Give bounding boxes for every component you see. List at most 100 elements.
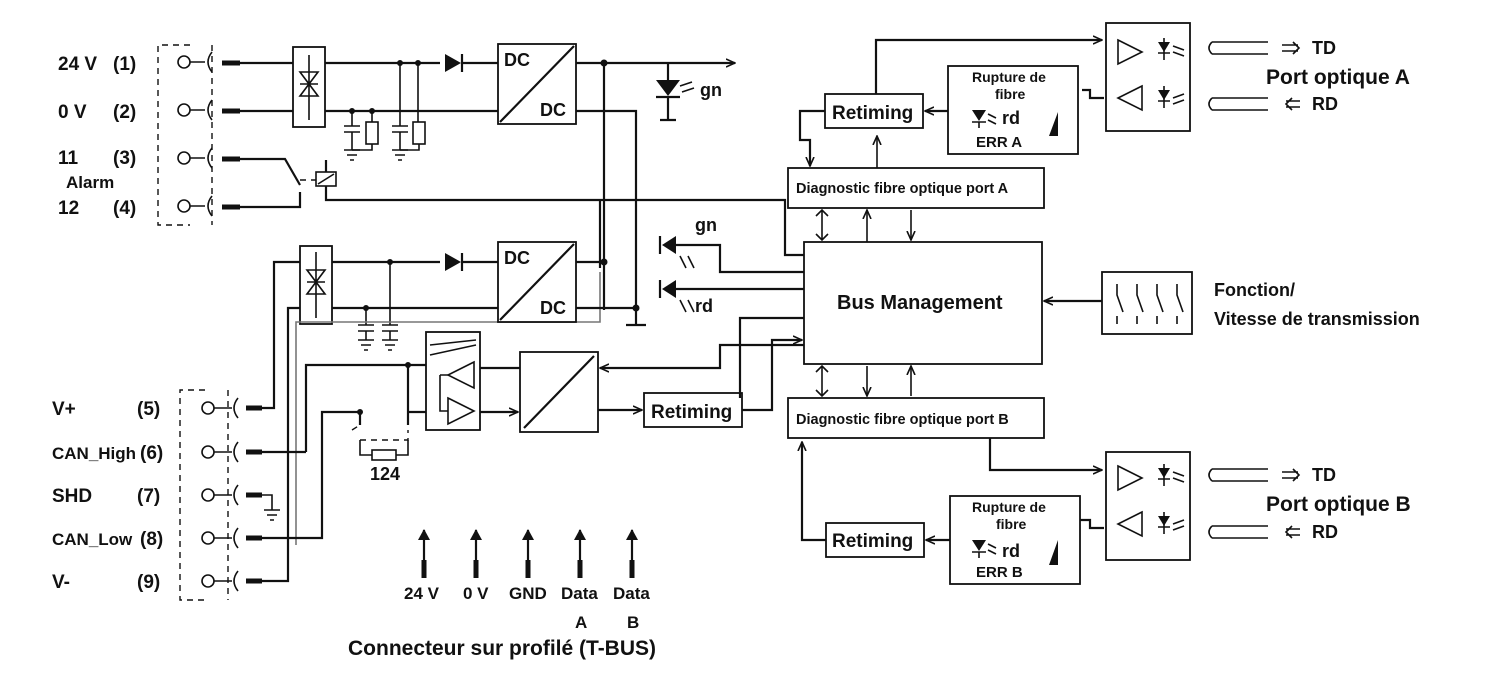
fiber-td-a bbox=[1208, 41, 1268, 55]
function-dip-switch: Fonction/ Vitesse de transmission bbox=[1044, 271, 1420, 335]
screw-icon bbox=[201, 574, 215, 588]
function-label-1: Fonction/ bbox=[1214, 280, 1295, 300]
can-transceiver bbox=[425, 331, 520, 431]
dc-label: DC bbox=[540, 298, 566, 318]
tbus-pin-label: GND bbox=[509, 584, 547, 603]
bus-management-block: Bus Management bbox=[803, 241, 1043, 365]
dc-label: DC bbox=[540, 100, 566, 120]
diagnostic-b-label: Diagnostic fibre optique port B bbox=[796, 412, 1009, 428]
tbus-pin-24v: 24 V bbox=[404, 529, 440, 603]
power-input-wiring bbox=[240, 46, 498, 161]
dc-label: DC bbox=[504, 248, 530, 268]
terminal-1-label: 24 V bbox=[58, 54, 97, 75]
terminal-7: SHD (7) bbox=[52, 484, 262, 507]
terminal-6: CAN_High (6) bbox=[52, 441, 262, 464]
optical-port-b: TD RD Port optique B bbox=[1105, 451, 1411, 561]
terminal-6-label: CAN_High bbox=[52, 444, 136, 463]
terminal-4-num: (4) bbox=[113, 198, 136, 219]
terminal-6-num: (6) bbox=[140, 443, 163, 464]
terminal-1-num: (1) bbox=[113, 54, 136, 75]
screw-icon bbox=[201, 531, 215, 545]
alarm-label: Alarm bbox=[66, 173, 114, 192]
port-b-rd: RD bbox=[1312, 522, 1338, 542]
rupture-a-line2: fibre bbox=[995, 86, 1026, 102]
tbus-pin-data-a: Data A bbox=[561, 529, 598, 632]
port-b-title: Port optique B bbox=[1266, 493, 1411, 516]
function-label-2: Vitesse de transmission bbox=[1214, 309, 1420, 329]
screw-icon bbox=[177, 199, 191, 213]
tbus-pin-sublabel: A bbox=[575, 613, 587, 632]
rupture-a-led: rd bbox=[1002, 108, 1020, 128]
terminal-9: V- (9) bbox=[52, 570, 262, 593]
dc-dc-converter-bottom: DC DC bbox=[497, 241, 646, 327]
led-gn-icon bbox=[656, 80, 680, 96]
retiming-label: Retiming bbox=[832, 103, 913, 124]
led-gn-label: gn bbox=[700, 80, 722, 100]
bus-management-label: Bus Management bbox=[837, 292, 1003, 314]
tbus-title: Connecteur sur profilé (T-BUS) bbox=[348, 637, 656, 660]
terminal-8-label: CAN_Low bbox=[52, 530, 133, 549]
terminal-5: V+ (5) bbox=[52, 397, 262, 420]
terminal-9-num: (9) bbox=[137, 572, 160, 593]
screw-icon bbox=[201, 445, 215, 459]
ground-icon bbox=[262, 494, 280, 521]
screw-icon bbox=[201, 488, 215, 502]
tbus-pin-0v: 0 V bbox=[463, 529, 489, 603]
screw-icon bbox=[177, 103, 191, 117]
terminal-2: 0 V (2) bbox=[58, 99, 240, 123]
terminal-1: 24 V (1) bbox=[58, 51, 240, 75]
rupture-b-err: ERR B bbox=[976, 564, 1023, 581]
led-rd-icon bbox=[662, 280, 676, 298]
diagnostic-a-label: Diagnostic fibre optique port A bbox=[796, 181, 1009, 197]
terminal-4-label: 12 bbox=[58, 198, 79, 219]
terminal-3-num: (3) bbox=[113, 148, 136, 169]
screw-icon bbox=[201, 401, 215, 415]
terminal-5-label: V+ bbox=[52, 399, 76, 420]
alarm-relay bbox=[240, 157, 805, 268]
rupture-a-err: ERR A bbox=[976, 134, 1022, 151]
diagnostic-port-b: Diagnostic fibre optique port B bbox=[787, 364, 1045, 439]
terminal-3-label: 11 bbox=[58, 148, 79, 169]
fiber-rd-b bbox=[1208, 525, 1268, 539]
rupture-b-led: rd bbox=[1002, 541, 1020, 561]
tbus-connector: 24 V 0 V GND Data A Data B Connecteur su… bbox=[348, 529, 656, 660]
power-terminal-block: 24 V (1) 0 V (2) 11 (3) Alarm 12 (4) bbox=[58, 44, 240, 226]
fiber-td-b bbox=[1208, 468, 1268, 482]
resistor-value: 124 bbox=[370, 464, 400, 484]
retiming-block-can: Retiming bbox=[643, 316, 804, 428]
tbus-pin-data-b: Data B bbox=[613, 529, 650, 632]
bargraph-icon bbox=[1049, 540, 1058, 565]
bargraph-icon bbox=[1049, 112, 1058, 136]
retiming-block-b: Retiming bbox=[802, 438, 1104, 558]
diode-icon bbox=[445, 54, 461, 72]
led-rd-icon bbox=[972, 540, 986, 551]
terminal-4: 12 (4) bbox=[58, 195, 240, 219]
tbus-pin-gnd: GND bbox=[509, 529, 547, 603]
led-rd-icon bbox=[972, 110, 986, 121]
tbus-pin-label: 24 V bbox=[404, 584, 440, 603]
screw-icon bbox=[177, 55, 191, 69]
terminal-8: CAN_Low (8) bbox=[52, 527, 262, 550]
can-terminal-block: V+ (5) CAN_High (6) SHD (7) CAN_Low (8) bbox=[52, 389, 280, 601]
screw-icon bbox=[177, 151, 191, 165]
retiming-label: Retiming bbox=[651, 402, 732, 423]
retiming-block-a: Retiming bbox=[798, 40, 1104, 166]
retiming-label: Retiming bbox=[832, 531, 913, 552]
led-rd-label: rd bbox=[695, 296, 713, 316]
led-gn-icon bbox=[662, 236, 676, 254]
galvanic-isolator bbox=[519, 343, 804, 433]
terminal-7-num: (7) bbox=[137, 486, 160, 507]
terminal-3: 11 (3) bbox=[58, 147, 240, 169]
diode-icon bbox=[445, 253, 461, 271]
fibre-break-panel-b: Rupture de fibre rd ERR B bbox=[949, 495, 1081, 585]
tbus-pin-label: Data bbox=[613, 584, 650, 603]
dc-label: DC bbox=[504, 50, 530, 70]
terminal-2-label: 0 V bbox=[58, 102, 87, 123]
fiber-rd-a bbox=[1208, 97, 1268, 111]
terminal-2-num: (2) bbox=[113, 102, 136, 123]
tbus-pin-label: Data bbox=[561, 584, 598, 603]
dc-dc-converter-top: DC DC gn bbox=[497, 43, 735, 325]
port-b-td: TD bbox=[1312, 465, 1336, 485]
can-wiring: 124 bbox=[262, 245, 601, 583]
